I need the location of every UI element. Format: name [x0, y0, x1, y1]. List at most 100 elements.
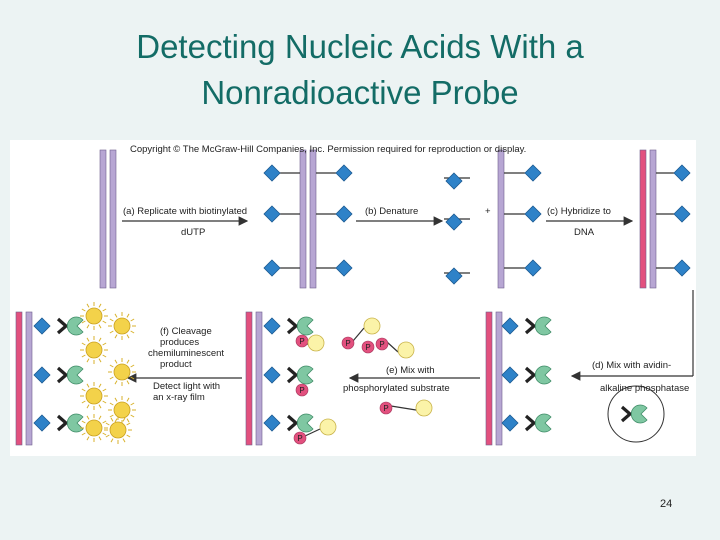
light-4-ray: [81, 400, 86, 404]
biotin-e-1: [263, 366, 281, 384]
light-1-ray: [130, 330, 135, 334]
light-0-ray: [81, 308, 86, 312]
light-7-ray: [122, 417, 126, 422]
substrate-3-bond: [304, 428, 321, 437]
substrate-4-product: [415, 399, 433, 417]
complex-f-0-avidin: [56, 317, 68, 335]
light-1-ray: [109, 318, 114, 322]
light-3-ray: [114, 380, 118, 385]
probe-biotin-r-0: [524, 164, 542, 182]
probe-biotin-1: [445, 213, 463, 231]
light-5-ray: [114, 397, 118, 402]
biotin-d-1: [501, 366, 519, 384]
substrate-3-phosphate-label: P: [297, 434, 302, 443]
biotin-f-1: [33, 366, 51, 384]
light-4-ray: [86, 404, 90, 409]
substrate-5-product: [397, 341, 415, 359]
light-1-ray: [114, 313, 118, 318]
light-6-ray: [81, 420, 86, 424]
light-0-ray: [98, 303, 102, 308]
free-complex-avidin: [620, 405, 632, 423]
step-d-label-2: alkaline phosphatase: [600, 383, 690, 394]
light-3-ray: [126, 380, 130, 385]
copyright-notice: Copyright © The McGraw-Hill Companies, I…: [130, 144, 527, 155]
light-6-ray: [98, 415, 102, 420]
light-6-ray: [81, 432, 86, 436]
substrate-4-bond: [390, 405, 417, 411]
biotin-d-2: [501, 414, 519, 432]
light-0-ray: [86, 324, 90, 329]
light-5-ray: [126, 418, 130, 423]
light-5-ray: [126, 397, 130, 402]
phosphate-free-2: [295, 383, 309, 397]
detect-label: Detect light with: [153, 381, 221, 392]
light-7-ray: [105, 422, 110, 426]
light-4-ray: [102, 400, 107, 404]
complex-f-0-enzyme: [66, 316, 84, 336]
light-2-ray: [98, 358, 102, 363]
complex-e-1-avidin: [286, 366, 298, 384]
light-2: [85, 341, 103, 359]
light-5-ray: [114, 418, 118, 423]
complex-f-1-enzyme: [66, 365, 84, 385]
biotin-e-0: [263, 317, 281, 335]
plus-sign: +: [485, 206, 491, 217]
light-1-ray: [130, 318, 135, 322]
target-strand-e: [245, 311, 253, 446]
light-4: [85, 387, 103, 405]
substrate-4-phosphate: [379, 401, 393, 415]
light-7-ray: [126, 434, 131, 438]
complex-d-1-enzyme: [534, 365, 552, 385]
step-a-label: (a) Replicate with biotinylated: [123, 206, 248, 217]
dna-strand-2b: [309, 149, 317, 289]
target-strand: [639, 149, 647, 289]
step-d-label: (d) Mix with avidin-: [592, 360, 672, 371]
substrate-1-phosphate: [341, 336, 355, 350]
substrate-2-product: [307, 334, 325, 352]
slide-title: Detecting Nucleic Acids With a Nonradioa…: [60, 24, 660, 116]
light-0-ray: [102, 308, 107, 312]
biotin-r-1: [335, 205, 353, 223]
light-6-ray: [86, 436, 90, 441]
light-6-ray: [98, 436, 102, 441]
probe-biotin-2: [445, 267, 463, 285]
phosphate-free-1-label: P: [365, 343, 370, 352]
light-6-ray: [86, 415, 90, 420]
probe-strand-e: [255, 311, 263, 446]
probe-biotin-r-2: [524, 259, 542, 277]
target-strand-d: [485, 311, 493, 446]
probe-strand: [497, 149, 505, 289]
light-3-ray: [130, 376, 135, 380]
light-6-ray: [102, 420, 107, 424]
biotin-f-2: [33, 414, 51, 432]
phosphate-free-2-label: P: [299, 386, 304, 395]
complex-d-1-avidin: [524, 366, 536, 384]
hybrid-biotin-0: [673, 164, 691, 182]
light-0-ray: [81, 320, 86, 324]
light-4-ray: [86, 383, 90, 388]
substrate-4-phosphate-label: P: [383, 404, 388, 413]
step-e-label-2: phosphorylated substrate: [343, 383, 450, 394]
hybrid-biotin-2: [673, 259, 691, 277]
light-5-ray: [130, 414, 135, 418]
light-3-ray: [114, 359, 118, 364]
light-1: [113, 317, 131, 335]
substrate-5-bond: [386, 341, 399, 353]
complex-e-1-enzyme: [296, 365, 314, 385]
complex-f-2-enzyme: [66, 413, 84, 433]
step-a-label-2: dUTP: [181, 227, 206, 238]
probe-biotin-r-1: [524, 205, 542, 223]
light-5-ray: [109, 414, 114, 418]
hybrid-probe-strand: [649, 149, 657, 289]
step-b-label: (b) Denature: [365, 206, 419, 217]
biotin-r-2: [335, 259, 353, 277]
light-3-ray: [126, 359, 130, 364]
light-3-ray: [109, 364, 114, 368]
step-f-label: (f) Cleavage: [160, 326, 212, 337]
page-number: 24: [660, 498, 673, 510]
complex-d-2-avidin: [524, 414, 536, 432]
title-line-2: Nonradioactive Probe: [201, 74, 519, 111]
free-complex-enzyme: [630, 404, 648, 424]
